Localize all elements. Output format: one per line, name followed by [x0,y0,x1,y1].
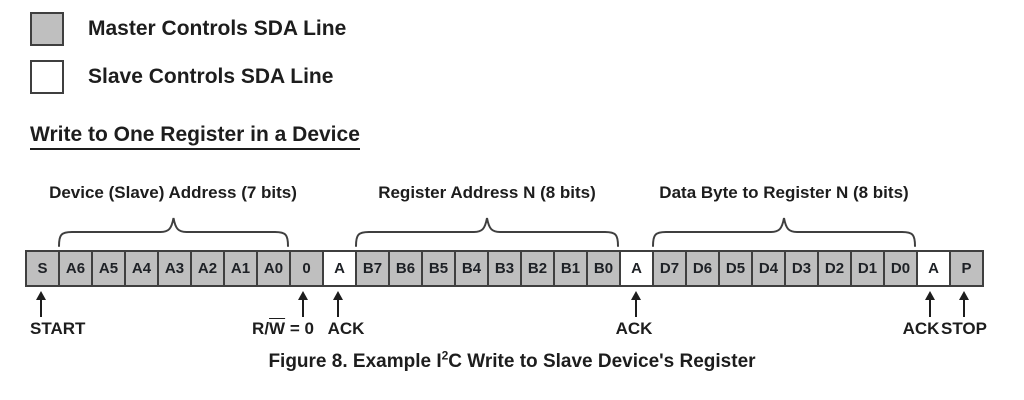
bit-cell-p: P [949,250,984,287]
rw-label-pre: R/ [252,319,270,338]
bit-cell-d1: D1 [850,250,885,287]
bit-cell-b4: B4 [454,250,489,287]
bit-cell-a: A [916,250,951,287]
bit-cell-d6: D6 [685,250,720,287]
ack3-arrow-icon [924,291,936,317]
start-arrow-icon [35,291,47,317]
figure-caption: Figure 8. Example I2C Write to Slave Dev… [0,348,1024,373]
ack1-label: ACK [327,319,365,338]
bit-cell-a: A [322,250,357,287]
legend-slave-label: Slave Controls SDA Line [88,65,334,88]
bit-cell-b3: B3 [487,250,522,287]
bit-cell-d5: D5 [718,250,753,287]
bit-cell-a2: A2 [190,250,225,287]
rw-label-overline: W [269,319,286,338]
caption-pre: Figure 8. Example I [268,351,442,372]
bit-cell-b1: B1 [553,250,588,287]
group-label-device-address: Device (Slave) Address (7 bits) [49,183,297,202]
bit-cell-b0: B0 [586,250,621,287]
bit-cell-d4: D4 [751,250,786,287]
bit-cell-b7: B7 [355,250,390,287]
caption-post: C Write to Slave Device's Register [448,351,756,372]
bit-cell-a0: A0 [256,250,291,287]
bit-cell-b2: B2 [520,250,555,287]
bit-cell-b5: B5 [421,250,456,287]
section-heading: Write to One Register in a Device [30,123,360,150]
bit-cell-s: S [25,250,60,287]
bit-cell-d0: D0 [883,250,918,287]
bit-cell-d3: D3 [784,250,819,287]
bit-cell-a3: A3 [157,250,192,287]
rw-arrow-icon [297,291,309,317]
bit-cell-a6: A6 [58,250,93,287]
stop-arrow-icon [958,291,970,317]
legend-master-label: Master Controls SDA Line [88,17,347,40]
legend-master-swatch [30,12,64,46]
group-label-register-address: Register Address N (8 bits) [378,183,596,202]
bit-cell-a1: A1 [223,250,258,287]
group-label-data-byte: Data Byte to Register N (8 bits) [659,183,909,202]
bit-cell-a5: A5 [91,250,126,287]
bit-cell-0: 0 [289,250,324,287]
start-label: START [30,319,86,338]
ack1-arrow-icon [332,291,344,317]
bit-cell-a: A [619,250,654,287]
rw-label-post: = 0 [285,319,314,338]
rw-label: R/W = 0 [252,319,314,339]
bit-cell-b6: B6 [388,250,423,287]
ack3-label: ACK [902,319,940,338]
legend-slave-swatch [30,60,64,94]
ack2-arrow-icon [630,291,642,317]
brace-register-address [355,217,619,247]
brace-device-address [58,217,289,247]
bit-cell-a4: A4 [124,250,159,287]
caption-sup: 2 [441,348,449,363]
stop-label: STOP [941,319,987,338]
bit-cell-d7: D7 [652,250,687,287]
ack2-label: ACK [615,319,653,338]
brace-data-byte [652,217,916,247]
bit-cell-d2: D2 [817,250,852,287]
